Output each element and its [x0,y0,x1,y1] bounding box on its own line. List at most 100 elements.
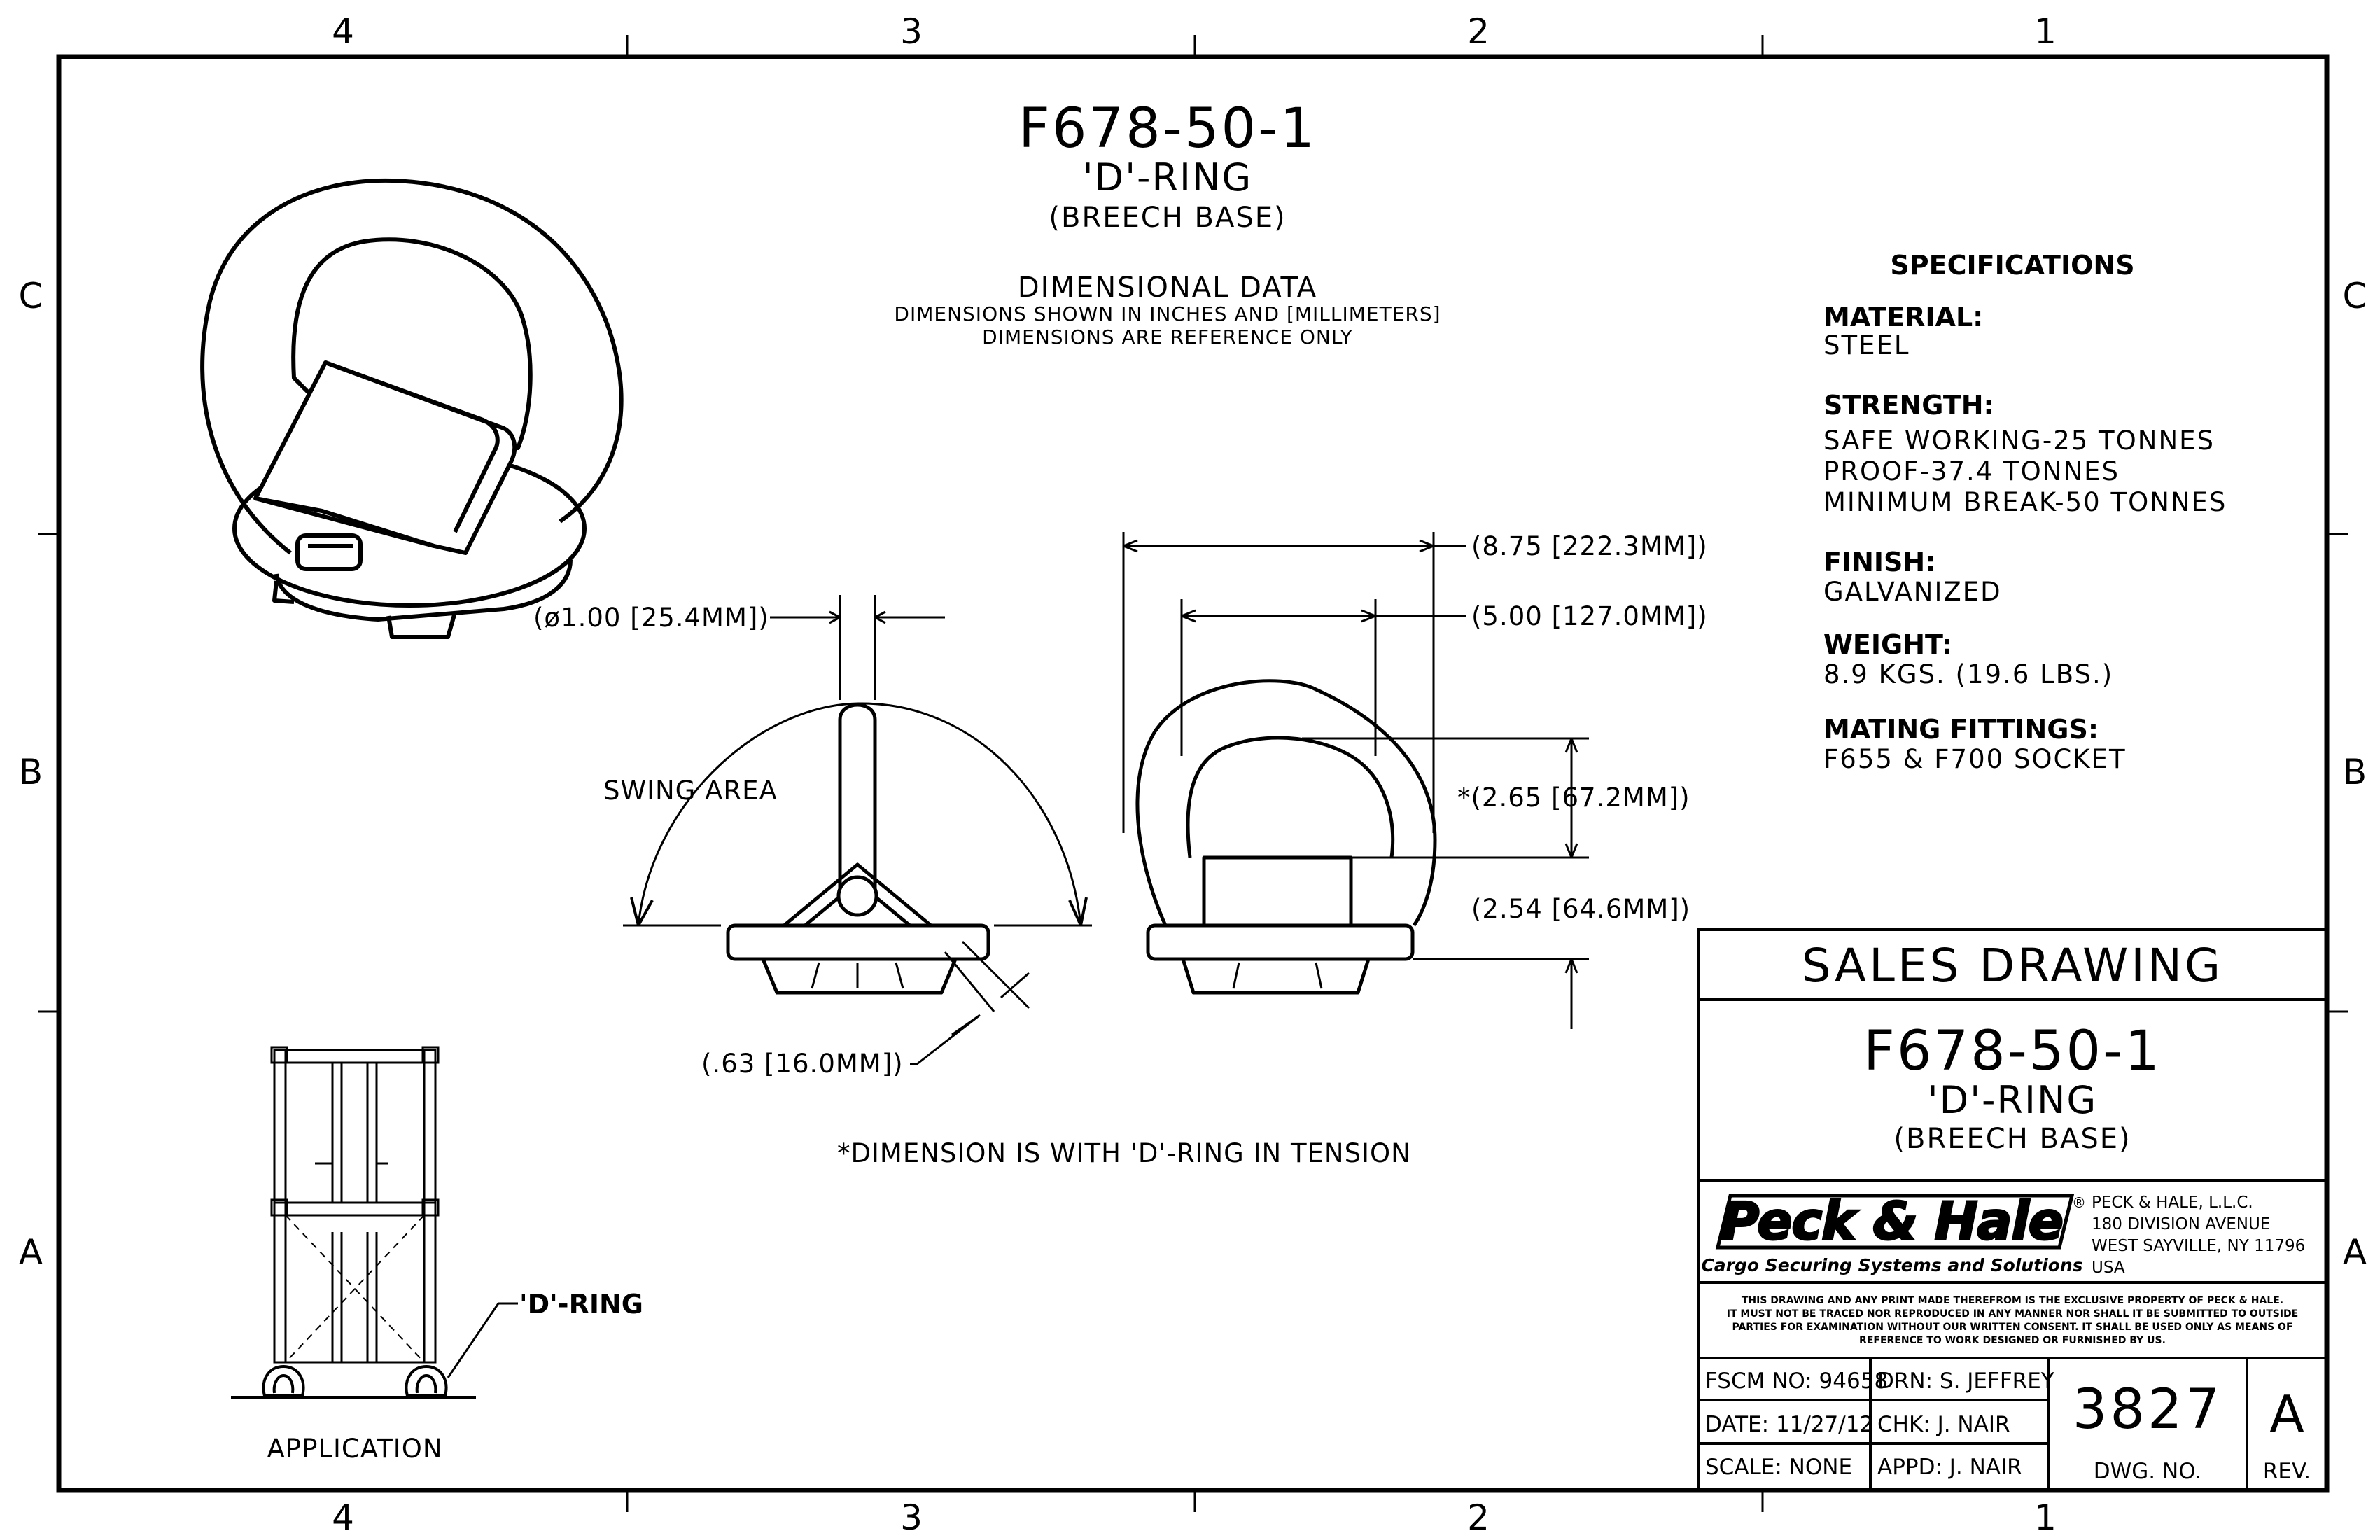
legal-notice: THIS DRAWING AND ANY PRINT MADE THEREFRO… [1727,1295,2298,1346]
zone-row-b-left: B [19,752,43,792]
title-block-part-number: F678-50-1 [1863,1020,2162,1083]
iso-hinge-top [324,360,500,533]
company-street: 180 DIVISION AVENUE [2092,1215,2270,1233]
side-bar [838,703,877,903]
company-city: WEST SAYVILLE, NY 11796 [2092,1237,2305,1255]
diameter-dim-arrows [770,610,945,624]
drawing-border [56,54,2330,1493]
app-callout-leader [447,1302,518,1378]
front-base-skirt [1181,958,1371,995]
side-view [623,595,1092,1065]
app-d-ring-left [262,1364,305,1397]
finish-value: GALVANIZED [1823,577,2002,607]
drawing-number: 3827 [2073,1378,2223,1441]
zone-col-3-bottom: 3 [900,1497,923,1538]
legal-line-2: IT MUST NOT BE TRACED NOR REPRODUCED IN … [1727,1308,2298,1320]
fscm-number: FSCM NO: 94658 [1705,1368,1888,1394]
application-view [231,1046,518,1399]
material-label: MATERIAL: [1823,302,1983,332]
iso-base-foot [272,580,295,604]
dimensional-note-units: DIMENSIONS SHOWN IN INCHES AND [MILLIMET… [894,302,1441,326]
revision-letter: A [2269,1385,2304,1443]
app-container-lower [273,1201,437,1364]
iso-hinge-face [255,496,435,548]
part-base: (BREECH BASE) [1049,202,1286,234]
material-value: STEEL [1823,330,1910,360]
logo-plate [1715,1194,2075,1250]
part-number-title: F678-50-1 [1018,97,1317,160]
thickness-dim [910,940,1030,1065]
swing-area-label: SWING AREA [603,776,778,806]
front-block [1202,855,1353,930]
finish-label: FINISH: [1823,547,1935,578]
overall-width-label: (8.75 [222.3MM]) [1471,531,1708,561]
drawing-scale: SCALE: NONE [1705,1455,1852,1480]
specifications-title: SPECIFICATIONS [1890,250,2134,281]
legal-line-3: PARTIES FOR EXAMINATION WITHOUT OUR WRIT… [1732,1322,2292,1333]
logo-tagline: Cargo Securing Systems and Solutions [1701,1255,2082,1275]
zone-col-1-top: 1 [2034,11,2057,52]
company-address: PECK & HALE, L.L.C. 180 DIVISION AVENUE … [2092,1194,2305,1277]
title-block-part-name: 'D'-RING [1928,1078,2097,1122]
zone-col-2-top: 2 [1467,11,1490,52]
zone-col-3-top: 3 [900,11,923,52]
drawing-number-label: DWG. NO. [2094,1459,2202,1484]
app-container-upper [273,1049,437,1204]
title-block-part-base: (BREECH BASE) [1893,1123,2131,1155]
mating-fittings-label: MATING FITTINGS: [1823,714,2099,745]
strength-minimum-break: MINIMUM BREAK-50 TONNES [1823,487,2227,517]
iso-base-skirt [274,559,573,622]
application-label: APPLICATION [267,1434,442,1464]
revision-label: REV. [2263,1459,2311,1484]
title-block-frame [1698,928,2328,1492]
sales-drawing-title: SALES DRAWING [1802,939,2223,993]
peck-hale-logo: Peck & Hale ® Cargo Securing Systems and… [1701,1191,2086,1276]
inner-width-label: (5.00 [127.0MM]) [1471,601,1708,631]
zone-col-4-top: 4 [332,11,354,52]
zone-col-1-bottom: 1 [2034,1497,2057,1538]
front-view-labels: (8.75 [222.3MM]) (5.00 [127.0MM]) *(2.65… [1457,531,1708,924]
drawn-by: DRN: S. JEFFREY [1877,1368,2054,1394]
app-d-ring-right [405,1364,448,1397]
logo-wordmark: Peck & Hale [1721,1191,2063,1252]
diameter-dim-label: (ø1.00 [25.4MM]) [533,603,769,633]
iso-base-lug [386,612,457,639]
strength-label: STRENGTH: [1823,390,1994,421]
base-height-dim [1564,844,1578,1029]
swing-arrow-right [1068,897,1088,926]
company-country: USA [2092,1259,2125,1277]
strength-proof: PROOF-37.4 TONNES [1823,456,2120,486]
zone-row-c-left: C [19,276,43,316]
title-block: SALES DRAWING F678-50-1 'D'-RING (BREECH… [1698,928,2328,1492]
zone-col-2-bottom: 2 [1467,1497,1490,1538]
iso-ring-outer [200,178,624,555]
inner-width-dim [1180,609,1466,623]
app-d-ring-callout: 'D'-RING [519,1289,643,1320]
part-name: 'D'-RING [1083,155,1252,200]
front-base-plate [1146,923,1415,961]
weight-label: WEIGHT: [1823,629,1952,660]
side-triangle-outer [783,862,932,927]
strength-safe-working: SAFE WORKING-25 TONNES [1823,426,2215,456]
tension-note: *DIMENSION IS WITH 'D'-RING IN TENSION [837,1138,1411,1168]
side-view-labels: (ø1.00 [25.4MM]) SWING AREA (.63 [16.0MM… [533,603,1411,1168]
overall-width-dim [1122,539,1466,553]
zone-labels: 4 3 2 1 4 3 2 1 C B A C B A [19,11,2367,1538]
zone-col-4-bottom: 4 [332,1497,354,1538]
drawing-header: F678-50-1 'D'-RING (BREECH BASE) DIMENSI… [894,97,1441,349]
zone-ticks [38,35,2348,1512]
approved-by: APPD: J. NAIR [1877,1455,2022,1480]
ring-height-label: *(2.65 [67.2MM]) [1457,783,1690,813]
iso-hinge-block [253,360,517,555]
zone-row-a-left: A [19,1232,43,1273]
swing-arrow-left [630,897,654,926]
specifications: SPECIFICATIONS MATERIAL: STEEL STRENGTH:… [1823,250,2227,774]
iso-ring-inner [291,237,533,450]
front-view [1122,532,1589,1029]
thickness-dim-label: (.63 [16.0MM]) [701,1049,904,1079]
zone-row-a-right: A [2343,1232,2367,1273]
dimensional-data-title: DIMENSIONAL DATA [1018,272,1317,304]
side-pin [836,875,878,917]
zone-row-c-right: C [2343,276,2367,316]
base-height-label: (2.54 [64.6MM]) [1471,894,1690,924]
